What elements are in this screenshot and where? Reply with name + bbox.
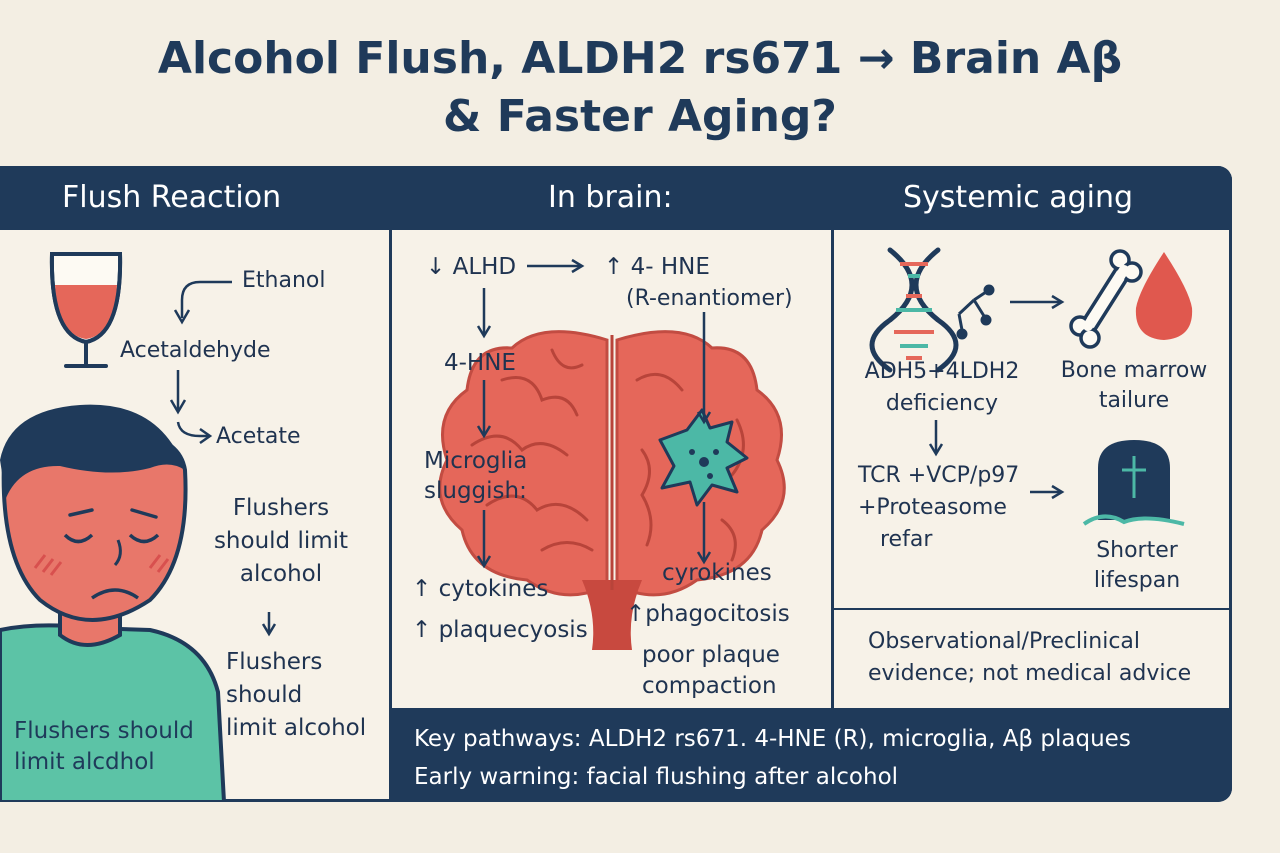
disclaimer-text: Observational/Preclinical evidence; not … [868,629,1192,686]
poor-plaque-label: poor plaque compaction [642,642,780,699]
hne-label: 4-HNE [444,350,516,376]
title-line-2: & Faster Aging? [443,91,837,142]
tombstone-icon [1082,440,1185,526]
plaque-up-label: ↑ plaquecyosis [412,617,588,643]
cytokines-up-label: ↑ cytokines [412,576,549,602]
disclaimer-divider [834,608,1232,610]
aldh-label: ↓ ALHD [426,254,517,280]
hne-up-label: ↑ 4- HNE [604,254,710,280]
page-title: Alcohol Flush, ALDH2 rs671 → Brain Aβ & … [0,30,1280,146]
r-enantiomer-label: (R-enantiomer) [626,286,793,311]
dna-icon [869,247,959,373]
flush-illustration [0,252,277,802]
acetate-label: Acetate [216,424,301,449]
bone-marrow-label: Bone marrow tailure [1060,358,1208,413]
header-bar [0,166,1232,230]
footer-line-2: Early warning: facial flushing after alc… [414,764,899,790]
shirt-text: Flushers should limit alcdhol [14,718,194,775]
column-divider-2 [831,230,834,708]
advice-text-2: Flushers should limit alcohol [226,649,367,741]
molecule-icon [956,284,995,340]
header-flush-reaction: Flush Reaction [62,180,282,215]
bone-icon [1069,249,1143,349]
footer-line-1: Key pathways: ALDH2 rs671. 4-HNE (R), mi… [414,726,1131,752]
person-icon [0,404,227,802]
phagocitosis-label: ↑phagocitosis [626,601,790,627]
lifespan-label: Shorter lifespan [1093,538,1181,593]
footer-bar [392,708,1232,802]
advice-text-1: Flushers should limit alcohol [213,495,349,587]
header-systemic-aging: Systemic aging [903,180,1134,215]
brain-illustration [438,258,786,650]
cyrokines-label: cyrokines [662,560,772,586]
column-divider-1 [389,230,392,802]
wine-glass-icon [49,252,123,368]
blood-drop-icon [1135,252,1193,340]
title-line-1: Alcohol Flush, ALDH2 rs671 → Brain Aβ [157,33,1123,84]
microglia-label: Microglia sluggish: [424,448,528,504]
aging-illustration [869,247,1193,526]
deficiency-label: ADH5+4LDH2 deficiency [864,359,1020,416]
tcr-label: TCR +VCP/p97 +Proteasome refar [858,463,1020,552]
header-in-brain: In brain: [548,180,673,215]
acetaldehyde-label: Acetaldehyde [120,338,271,363]
ethanol-label: Ethanol [242,268,326,293]
